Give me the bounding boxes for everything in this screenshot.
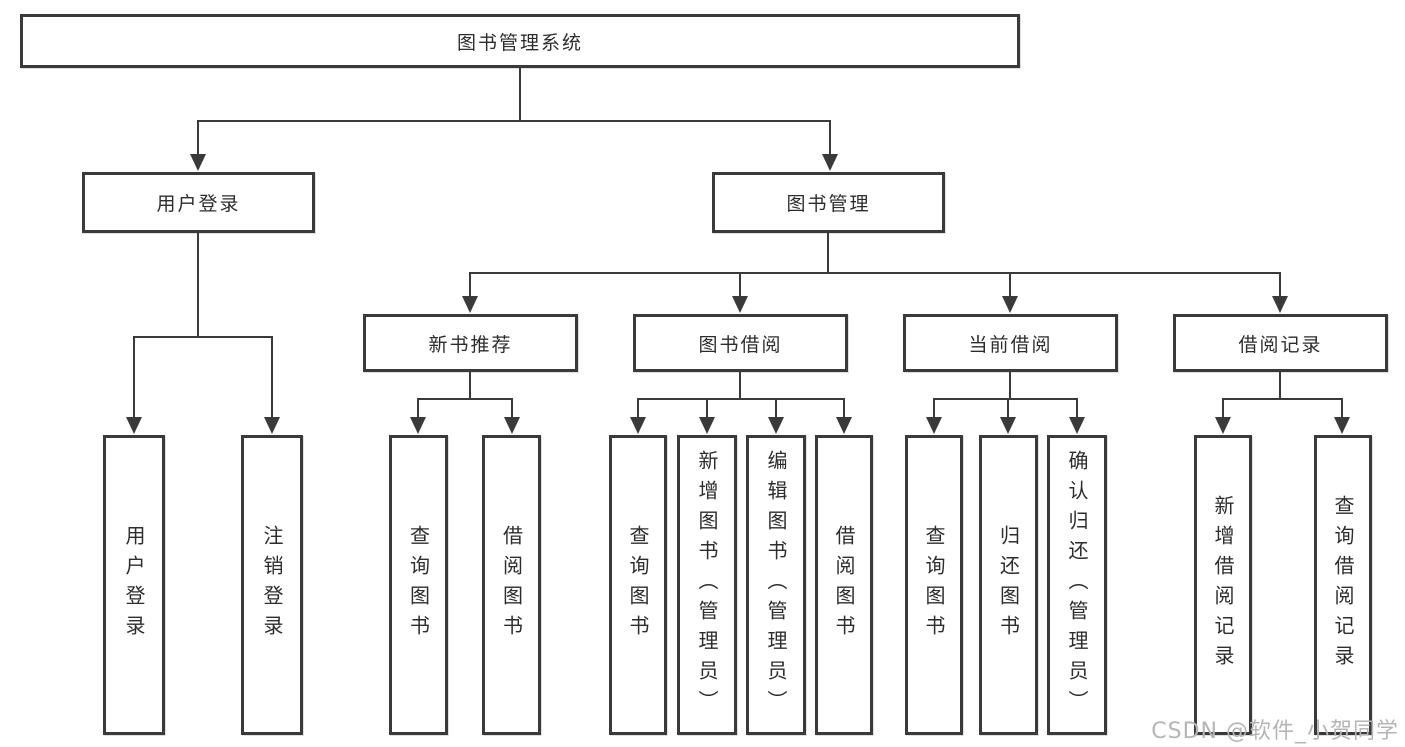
- connector-line: [637, 398, 639, 418]
- arrow-down-icon: [1000, 417, 1016, 434]
- connector-line: [417, 398, 419, 418]
- leaf-borrow-books-recommend: 借阅图书: [482, 435, 541, 735]
- connector-line: [133, 336, 273, 338]
- connector-line: [1341, 398, 1343, 418]
- node-label: 图书借阅: [698, 333, 783, 356]
- connector-line: [933, 398, 1078, 400]
- connector-line: [197, 120, 199, 158]
- leaf-query-borrow-record: 查询借阅记录: [1314, 435, 1372, 735]
- connector-line: [1279, 372, 1281, 398]
- arrow-down-icon: [822, 154, 838, 171]
- connector-line: [1222, 398, 1343, 400]
- node-book-management: 图书管理: [712, 172, 945, 233]
- arrow-down-icon: [1215, 417, 1231, 434]
- connector-line: [775, 398, 777, 418]
- connector-line: [829, 120, 831, 158]
- arrow-down-icon: [1334, 417, 1350, 434]
- node-borrow-records: 借阅记录: [1173, 314, 1388, 372]
- connector-line: [706, 398, 708, 418]
- arrow-down-icon: [410, 417, 426, 434]
- connector-line: [271, 336, 273, 420]
- arrow-down-icon: [126, 417, 142, 434]
- arrow-down-icon: [190, 154, 206, 171]
- connector-line: [197, 120, 831, 122]
- arrow-down-icon: [504, 417, 520, 434]
- leaf-logout: 注销登录: [241, 435, 303, 735]
- connector-line: [1222, 398, 1224, 418]
- node-root-library-system: 图书管理系统: [20, 14, 1020, 68]
- connector-line: [511, 398, 513, 418]
- arrow-down-icon: [630, 417, 646, 434]
- leaf-query-books-current: 查询图书: [905, 435, 963, 735]
- leaf-confirm-return-admin: 确认归还（管理员）: [1047, 435, 1107, 735]
- leaf-return-book: 归还图书: [979, 435, 1038, 735]
- leaf-add-borrow-record: 新增借阅记录: [1194, 435, 1252, 735]
- leaf-query-books-borrow: 查询图书: [609, 435, 667, 735]
- arrow-down-icon: [1272, 296, 1288, 313]
- arrow-down-icon: [1069, 417, 1085, 434]
- connector-line: [1009, 272, 1011, 298]
- connector-line: [417, 398, 513, 400]
- arrow-down-icon: [462, 296, 478, 313]
- node-label: 当前借阅: [968, 333, 1053, 356]
- connector-line: [1076, 398, 1078, 418]
- connector-line: [1007, 398, 1009, 418]
- arrow-down-icon: [836, 417, 852, 434]
- node-new-book-recommend: 新书推荐: [363, 314, 578, 372]
- arrow-down-icon: [264, 417, 280, 434]
- connector-line: [469, 372, 471, 398]
- connector-line: [739, 272, 741, 298]
- node-user-login: 用户登录: [82, 172, 315, 233]
- leaf-borrow-books: 借阅图书: [815, 435, 873, 735]
- arrow-down-icon: [768, 417, 784, 434]
- connector-line: [197, 233, 199, 336]
- connector-line: [133, 336, 135, 420]
- node-book-borrow: 图书借阅: [633, 314, 848, 372]
- arrow-down-icon: [1002, 296, 1018, 313]
- leaf-edit-book-admin: 编辑图书（管理员）: [746, 435, 806, 735]
- arrow-down-icon: [732, 296, 748, 313]
- node-label: 用户登录: [156, 193, 241, 215]
- node-label: 新书推荐: [428, 333, 513, 356]
- node-label: 图书管理: [786, 193, 871, 215]
- connector-line: [933, 398, 935, 418]
- connector-line: [469, 272, 1281, 274]
- connector-line: [519, 68, 521, 122]
- leaf-add-book-admin: 新增图书（管理员）: [677, 435, 737, 735]
- leaf-query-books-recommend: 查询图书: [389, 435, 448, 735]
- connector-line: [1279, 272, 1281, 298]
- connector-line: [469, 272, 471, 298]
- connector-line: [637, 398, 845, 400]
- node-label: 借阅记录: [1238, 333, 1323, 356]
- connector-line: [827, 233, 829, 272]
- arrow-down-icon: [926, 417, 942, 434]
- csdn-watermark: CSDN @软件_小贺同学: [1151, 719, 1399, 744]
- connector-line: [843, 398, 845, 418]
- node-current-borrow: 当前借阅: [903, 314, 1118, 372]
- leaf-user-login: 用户登录: [103, 435, 165, 735]
- connector-line: [739, 372, 741, 398]
- connector-line: [1009, 372, 1011, 398]
- arrow-down-icon: [699, 417, 715, 434]
- node-label: 图书管理系统: [456, 31, 583, 54]
